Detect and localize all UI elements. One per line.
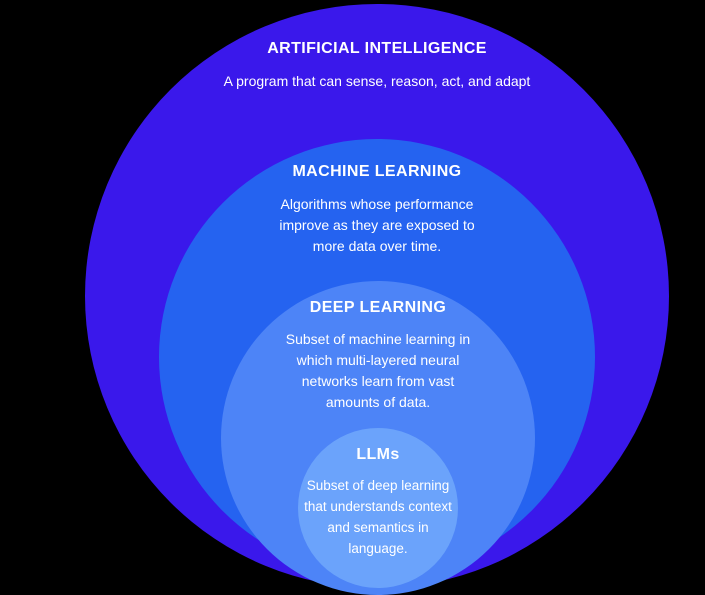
description-deep-learning: Subset of machine learning in which mult… bbox=[285, 331, 471, 410]
description-artificial-intelligence: A program that can sense, reason, act, a… bbox=[223, 73, 531, 89]
title-llms: LLMs bbox=[356, 446, 400, 463]
label-machine-learning: MACHINE LEARNING Algorithms whose perfor… bbox=[207, 161, 547, 257]
label-llms: LLMs Subset of deep learning that unders… bbox=[303, 444, 453, 559]
description-machine-learning: Algorithms whose performance improve as … bbox=[279, 196, 475, 254]
title-deep-learning: DEEP LEARNING bbox=[309, 299, 447, 316]
label-deep-learning: DEEP LEARNING Subset of machine learning… bbox=[243, 297, 513, 413]
description-llms: Subset of deep learning that understands… bbox=[304, 478, 452, 556]
title-machine-learning: MACHINE LEARNING bbox=[292, 163, 462, 180]
label-artificial-intelligence: ARTIFICIAL INTELLIGENCE A program that c… bbox=[177, 38, 577, 92]
title-artificial-intelligence: ARTIFICIAL INTELLIGENCE bbox=[267, 40, 487, 57]
circle-llms bbox=[298, 428, 458, 588]
